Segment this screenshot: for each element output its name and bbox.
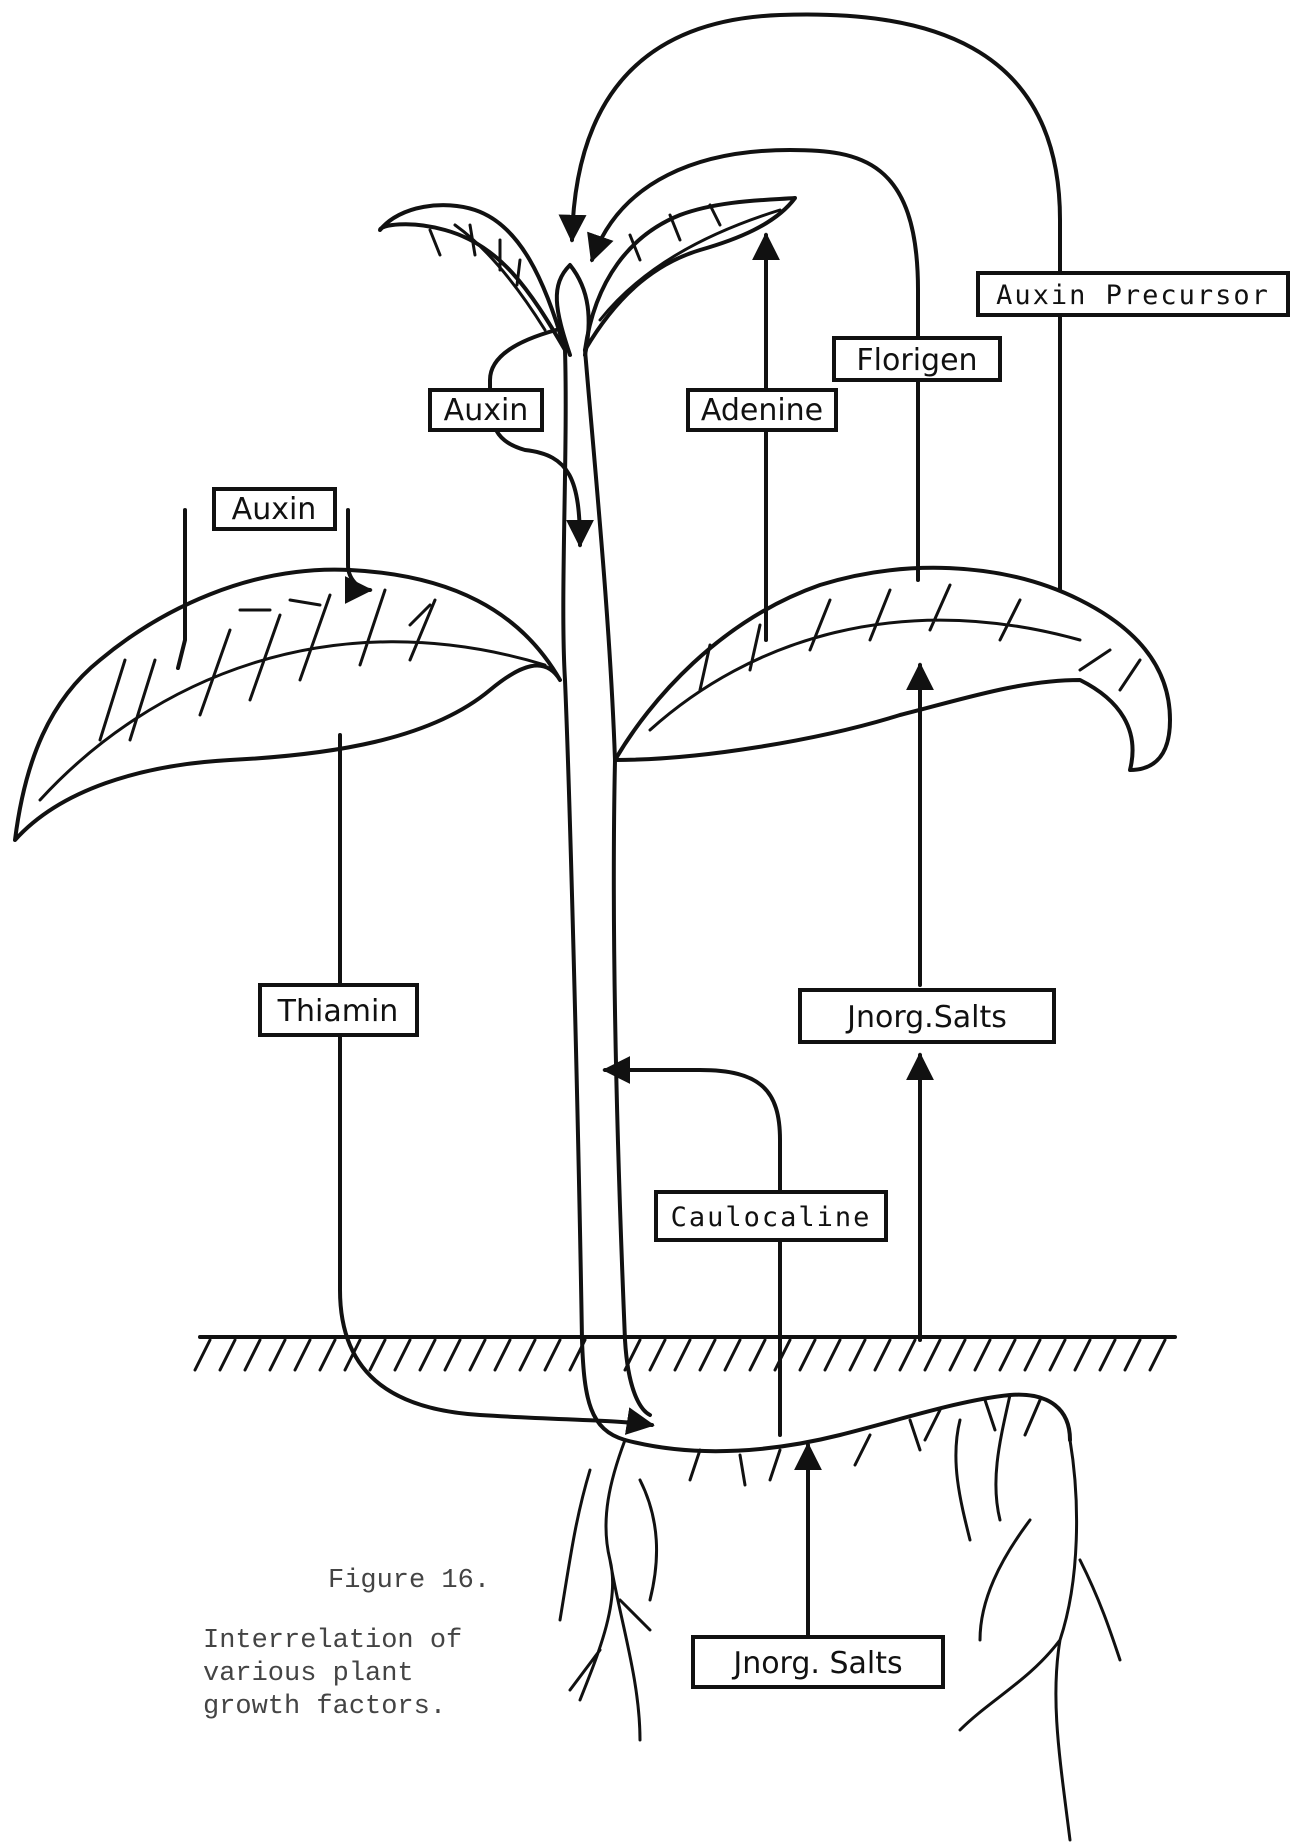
top-left-leaf <box>380 205 565 350</box>
label-inorg-salts-lower: Jnorg. Salts <box>693 1637 943 1687</box>
top-left-leaf-veins <box>430 225 545 330</box>
label-caulocaline: Caulocaline <box>656 1192 886 1240</box>
right-leaf-veins <box>650 585 1140 730</box>
root-branches-left <box>560 1440 657 1740</box>
svg-text:Florigen: Florigen <box>856 343 977 378</box>
top-right-leaf <box>585 198 795 350</box>
svg-text:Jnorg.Salts: Jnorg.Salts <box>845 1000 1007 1035</box>
svg-text:Auxin Precursor: Auxin Precursor <box>996 280 1270 311</box>
left-leaf <box>15 570 560 840</box>
figure-caption: Interrelation of various plant growth fa… <box>203 1625 503 1724</box>
left-leaf-veins <box>40 590 545 800</box>
label-inorg-salts-upper: Jnorg.Salts <box>800 990 1054 1042</box>
label-auxin-precursor: Auxin Precursor <box>978 273 1288 315</box>
svg-text:Caulocaline: Caulocaline <box>671 1202 872 1233</box>
svg-text:Thiamin: Thiamin <box>277 994 399 1029</box>
svg-text:Auxin: Auxin <box>232 492 317 527</box>
label-adenine: Adenine <box>688 390 836 430</box>
thiamin-line <box>340 735 652 1425</box>
ground-hatching <box>195 1340 1165 1370</box>
figure-title: Figure 16. <box>328 1565 490 1598</box>
top-right-leaf-veins <box>600 205 780 320</box>
svg-text:Adenine: Adenine <box>701 393 823 428</box>
label-auxin-top: Auxin <box>430 390 542 430</box>
svg-text:Auxin: Auxin <box>444 393 529 428</box>
right-leaf <box>615 568 1170 770</box>
label-florigen: Florigen <box>834 338 1000 380</box>
svg-text:Jnorg. Salts: Jnorg. Salts <box>731 1646 902 1681</box>
stem-right-edge <box>585 350 650 1415</box>
root-hairs <box>690 1400 1040 1485</box>
label-thiamin: Thiamin <box>260 985 417 1035</box>
label-auxin-left: Auxin <box>214 489 335 529</box>
root-branches-right <box>956 1395 1120 1840</box>
